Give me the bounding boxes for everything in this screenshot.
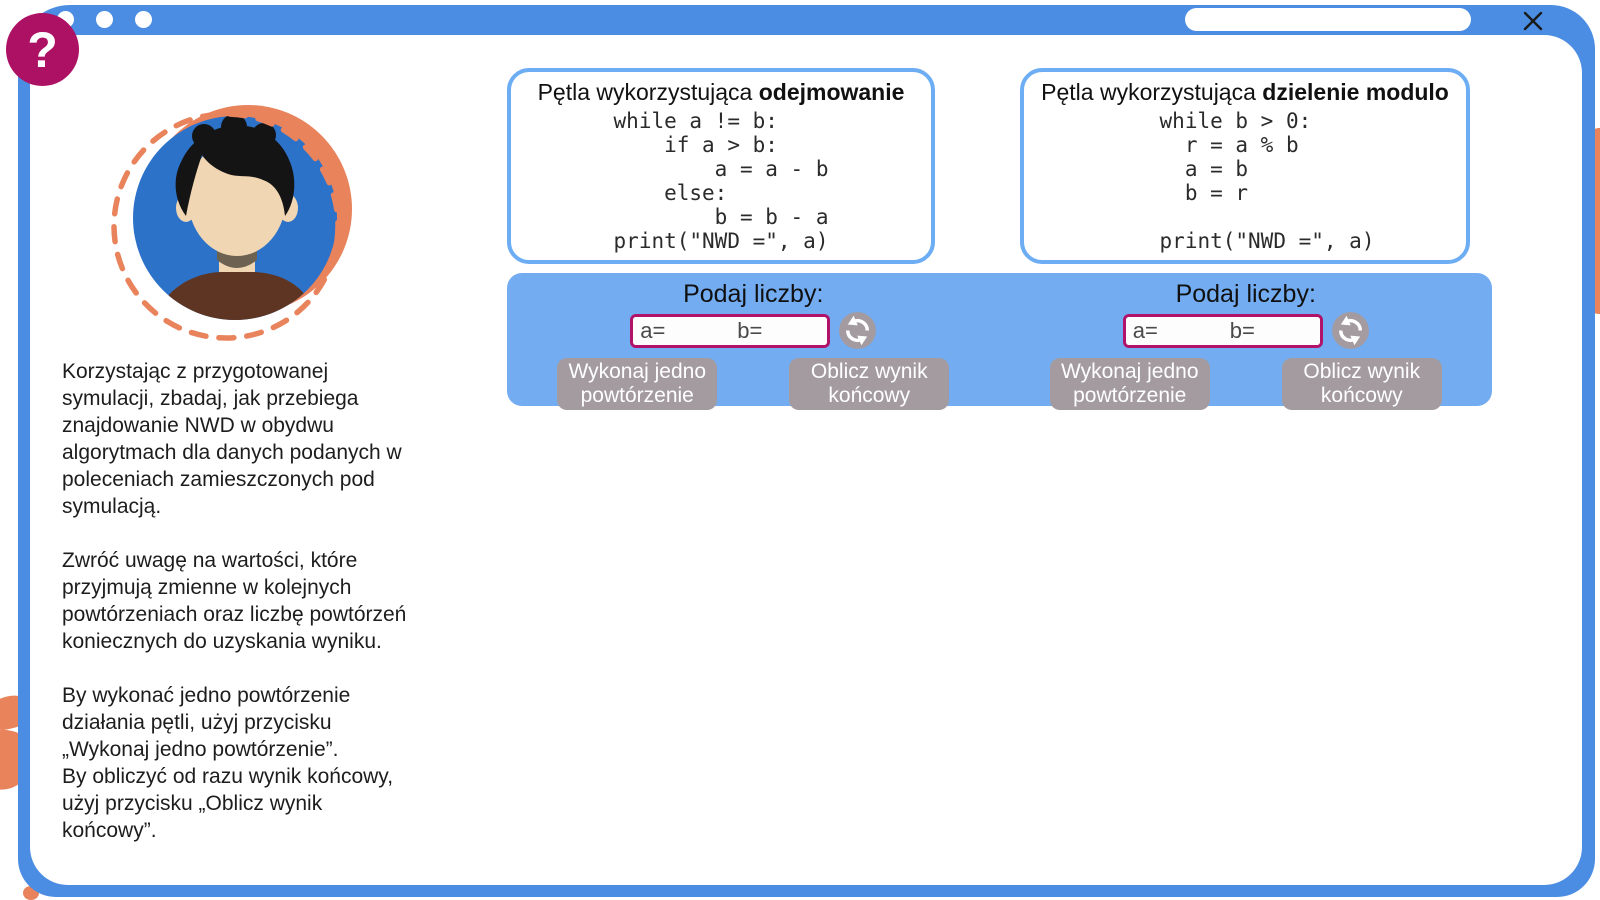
input-a-left[interactable] [633,316,731,345]
algorithm-title-modulo: Pętla wykorzystująca dzielenie modulo [1024,79,1466,106]
number-inputs-right [1122,313,1323,348]
simulator-right: Podaj liczby: W [1000,273,1493,410]
instructions-paragraph-1: Korzystając z przygotowanej symulacji, z… [62,360,402,518]
button-row-right: Wykonaj jedno powtórzenie Oblicz wynik k… [1049,358,1442,410]
close-icon [1523,11,1543,31]
algorithm-title-prefix: Pętla wykorzystująca [1041,79,1263,105]
refresh-icon [1331,312,1369,349]
simulator-panel: Podaj liczby: W [507,273,1493,410]
avatar-person [154,116,318,320]
avatar [111,105,352,341]
instructions-paragraph-2: Zwróć uwagę na wartości, które przyjmują… [62,549,407,653]
refresh-icon [839,312,877,349]
algorithm-title-bold: dzielenie modulo [1262,79,1449,105]
algorithm-card-subtraction: Pętla wykorzystująca odejmowanie while a… [507,68,935,264]
avatar-dashed-ring [111,111,341,341]
algorithm-code-subtraction: while a != b: if a > b: a = a - b else: … [613,109,829,253]
instructions-text: Korzystając z przygotowanej symulacji, z… [62,358,492,871]
input-row-left [630,312,877,349]
input-row-right [1122,312,1369,349]
result-button-right[interactable]: Oblicz wynik końcowy [1281,358,1442,410]
step-button-right[interactable]: Wykonaj jedno powtórzenie [1049,358,1210,410]
help-button[interactable]: ? [6,13,79,86]
step-button-left[interactable]: Wykonaj jedno powtórzenie [557,358,718,410]
close-button[interactable] [1518,7,1548,35]
algorithm-title-subtraction: Pętla wykorzystująca odejmowanie [511,79,931,106]
browser-window: Korzystając z przygotowanej symulacji, z… [18,5,1595,897]
button-row-left: Wykonaj jedno powtórzenie Oblicz wynik k… [557,358,950,410]
window-dot-3 [135,11,152,28]
page-content: Korzystając z przygotowanej symulacji, z… [30,35,1582,885]
result-button-left[interactable]: Oblicz wynik końcowy [789,358,950,410]
simulator-left: Podaj liczby: W [507,273,1000,410]
window-dot-2 [96,11,113,28]
input-a-right[interactable] [1125,316,1223,345]
refresh-button-left[interactable] [839,312,877,349]
algorithm-card-modulo: Pętla wykorzystująca dzielenie modulo wh… [1020,68,1470,264]
question-icon: ? [27,21,58,78]
prompt-label: Podaj liczby: [683,280,824,308]
prompt-label: Podaj liczby: [1175,280,1316,308]
algorithm-title-prefix: Pętla wykorzystująca [537,79,759,105]
title-bar-dots [57,11,152,28]
input-b-left[interactable] [730,316,828,345]
instructions-paragraph-3: By wykonać jedno powtórzenie działania p… [62,684,394,842]
algorithm-code-modulo: while b > 0: r = a % b a = b b = r print… [1159,109,1375,253]
address-bar [1185,8,1471,31]
number-inputs-left [630,313,831,348]
refresh-button-right[interactable] [1331,312,1369,349]
algorithm-title-bold: odejmowanie [758,79,905,105]
input-b-right[interactable] [1222,316,1320,345]
